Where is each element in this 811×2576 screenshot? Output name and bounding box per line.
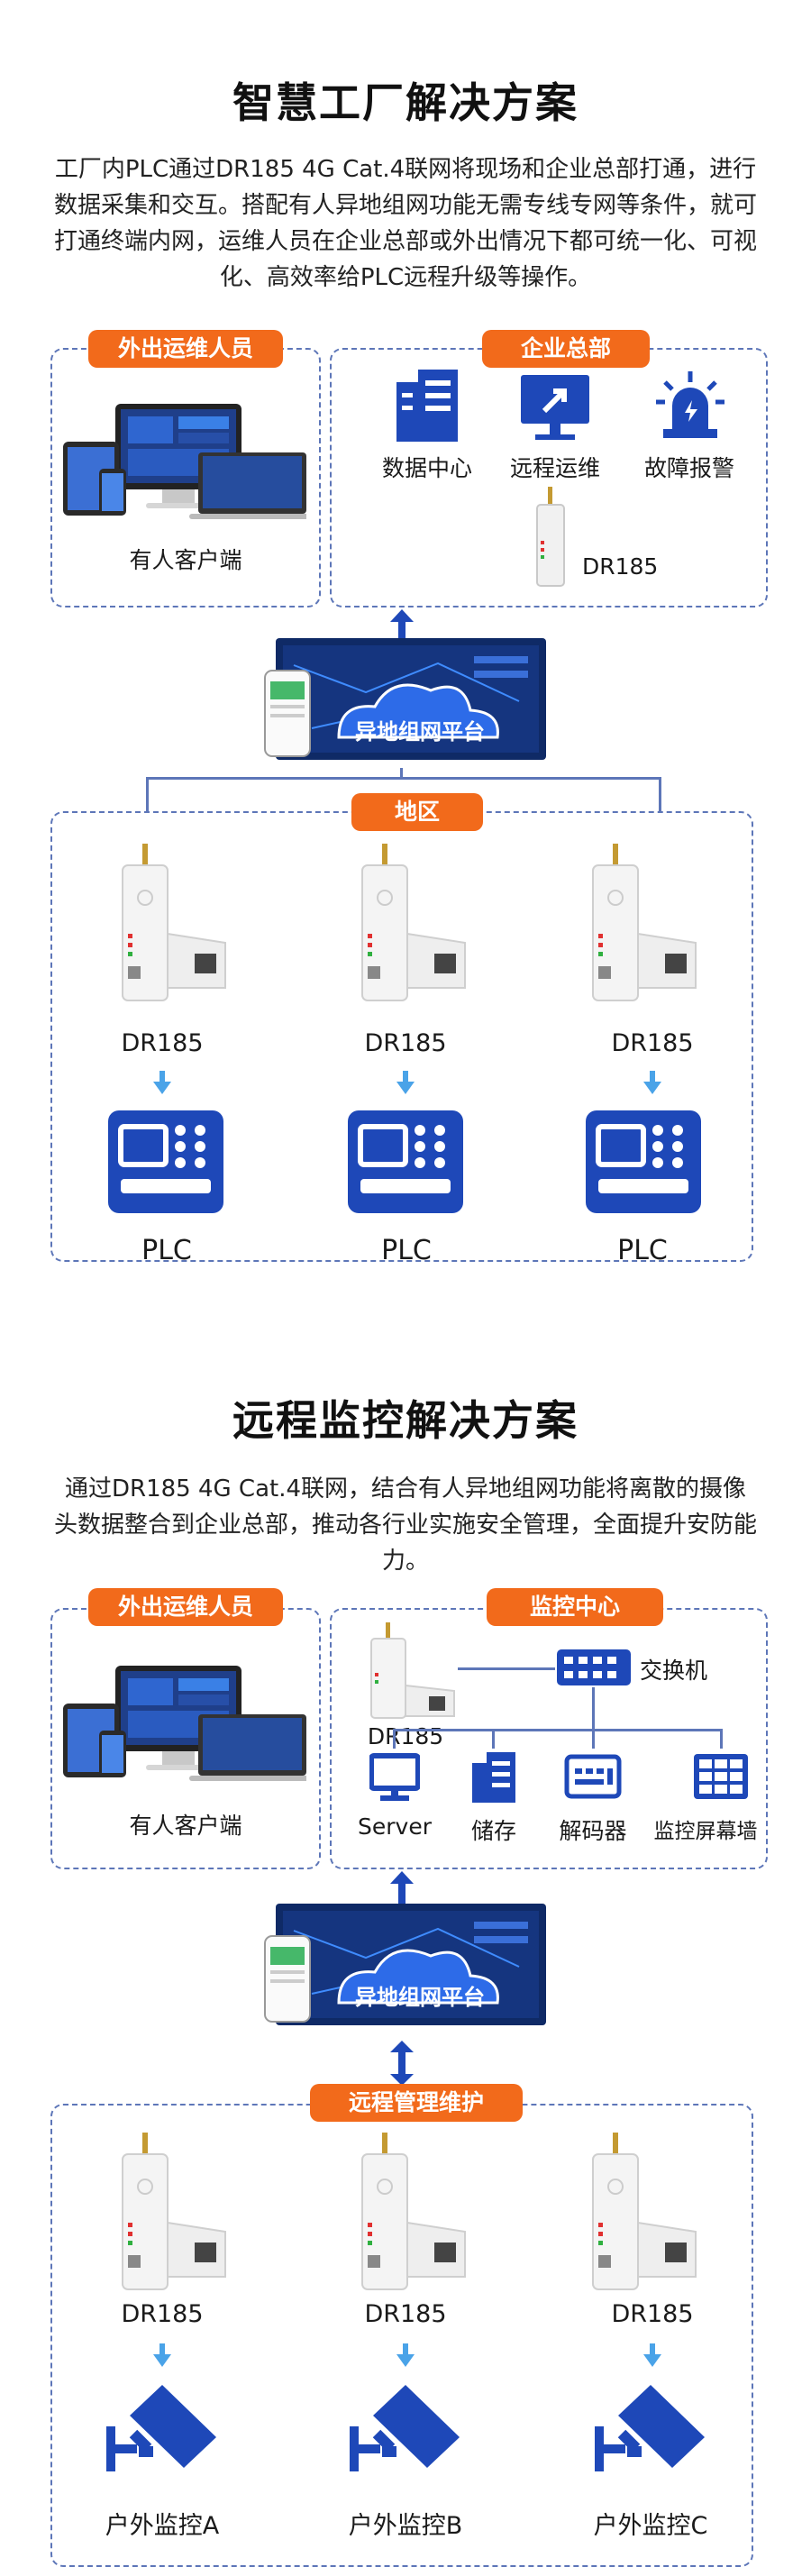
remote-device-label: DR185 — [364, 2300, 447, 2328]
decoder-icon — [564, 1754, 622, 1799]
section2-intro: 通过DR185 4G Cat.4联网，结合有人异地组网功能将离散的摄像头数据整合… — [54, 1475, 758, 1575]
alarm-icon — [654, 366, 726, 442]
region-pill: 地区 — [351, 793, 483, 831]
laptop-devices-icon — [63, 1658, 306, 1785]
mc-item-video-wall: 监控屏幕墙 — [653, 1820, 758, 1843]
camera-label: 户外监控A — [105, 2512, 220, 2540]
mc-item-storage: 储存 — [470, 1818, 516, 1844]
plc-icon — [584, 1109, 703, 1215]
network-platform-image — [258, 638, 555, 773]
section1-title: 智慧工厂解决方案 — [232, 78, 579, 127]
ops-label: 有人客户端 — [129, 547, 242, 573]
switch-icon — [555, 1648, 633, 1687]
mc-item-server: Server — [358, 1813, 432, 1840]
hq-router-icon — [532, 487, 571, 588]
security-camera-icon — [591, 2380, 708, 2479]
remote-maintenance-pill: 远程管理维护 — [310, 2084, 523, 2122]
router-icon — [579, 844, 705, 1006]
ops-label: 有人客户端 — [129, 1813, 242, 1839]
plc-label: PLC — [141, 1235, 192, 1266]
plc-icon — [346, 1109, 465, 1215]
plc-label: PLC — [617, 1235, 668, 1266]
down-arrow-icon — [151, 2343, 173, 2367]
down-arrow-icon — [395, 1071, 416, 1094]
ops-pill: 外出运维人员 — [88, 330, 283, 368]
region-device-label: DR185 — [364, 1029, 447, 1057]
hq-pill: 企业总部 — [482, 330, 650, 368]
network-platform-image — [258, 1904, 555, 2039]
security-camera-icon — [103, 2380, 220, 2479]
server-monitor-icon — [369, 1752, 420, 1803]
cloud-label: 异地组网平台 — [355, 719, 485, 744]
laptop-devices-icon — [63, 397, 306, 523]
updown-arrow-icon — [388, 2041, 415, 2086]
monitor-center-pill: 监控中心 — [487, 1588, 663, 1626]
remote-device-label: DR185 — [121, 2300, 204, 2328]
router-icon — [108, 2133, 234, 2295]
hq-item-remote-ops: 远程运维 — [509, 455, 600, 481]
down-arrow-icon — [642, 1071, 663, 1094]
switch-label: 交换机 — [640, 1658, 708, 1684]
video-wall-icon — [692, 1752, 750, 1801]
hq-device-label: DR185 — [582, 553, 659, 580]
down-arrow-icon — [642, 2343, 663, 2367]
mc-router-icon — [364, 1622, 463, 1722]
hq-item-alarm: 故障报警 — [643, 455, 734, 481]
remote-ops-icon — [519, 371, 591, 443]
camera-label: 户外监控B — [348, 2512, 463, 2540]
mc-item-decoder: 解码器 — [559, 1818, 627, 1844]
plc-icon — [106, 1109, 225, 1215]
connector-line — [146, 777, 661, 780]
down-arrow-icon — [395, 2343, 416, 2367]
security-camera-icon — [346, 2380, 463, 2479]
router-icon — [579, 2133, 705, 2295]
hq-item-data-center: 数据中心 — [381, 455, 472, 481]
ops-pill: 外出运维人员 — [88, 1588, 283, 1626]
camera-label: 户外监控C — [593, 2512, 708, 2540]
storage-icon — [469, 1750, 519, 1804]
region-device-label: DR185 — [611, 1029, 694, 1057]
down-arrow-icon — [151, 1071, 173, 1094]
router-icon — [348, 844, 474, 1006]
region-device-label: DR185 — [121, 1029, 204, 1057]
data-center-icon — [391, 368, 463, 443]
plc-label: PLC — [381, 1235, 432, 1266]
router-icon — [348, 2133, 474, 2295]
cloud-label: 异地组网平台 — [355, 1985, 485, 2010]
mc-device-label: DR185 — [367, 1723, 444, 1749]
remote-device-label: DR185 — [611, 2300, 694, 2328]
section1-intro: 工厂内PLC通过DR185 4G Cat.4联网将现场和企业总部打通，进行数据采… — [54, 156, 758, 291]
section2-title: 远程监控解决方案 — [232, 1396, 579, 1445]
router-icon — [108, 844, 234, 1006]
